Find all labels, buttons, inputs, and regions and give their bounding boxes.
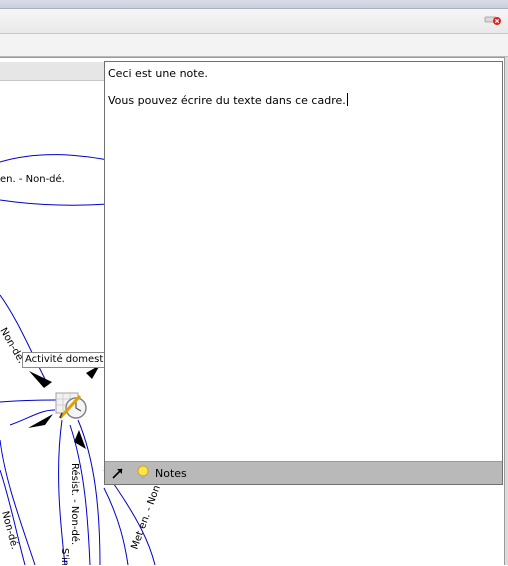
edge-arrow — [86, 365, 100, 379]
text-caret — [346, 93, 348, 106]
graph-edge — [0, 439, 36, 565]
toolbar — [0, 9, 508, 34]
graph-edge — [0, 199, 109, 206]
lightbulb-icon — [137, 465, 149, 479]
note-textarea[interactable]: Ceci est une note. Vous pouvez écrire du… — [108, 66, 498, 120]
edge-label: en. - Non-dé. — [0, 173, 65, 185]
edge-label: Résist. - Non-dé. — [69, 463, 81, 545]
expand-arrow-icon[interactable] — [111, 466, 125, 480]
graph-edge — [9, 409, 56, 426]
note-line-with-caret: Vous pouvez écrire du texte dans ce cadr… — [108, 93, 498, 108]
graph-edge — [0, 399, 57, 403]
note-panel[interactable]: Ceci est une note. Vous pouvez écrire du… — [104, 61, 503, 485]
notes-label: Notes — [155, 466, 187, 480]
edge-arrow — [28, 414, 53, 428]
graph-edge — [77, 419, 101, 565]
edge-arrow — [74, 430, 86, 449]
vertical-scrollbar[interactable] — [504, 57, 508, 565]
graph-edge — [0, 294, 49, 386]
graph-edge — [103, 469, 156, 565]
note-line: Ceci est une note. — [108, 67, 208, 80]
node-label[interactable]: Activité domestique — [22, 352, 112, 368]
edge-label: Non-dé. — [0, 510, 21, 551]
edge-label: S'im — [59, 548, 70, 565]
graph-edge — [0, 469, 26, 565]
graph-edge — [58, 419, 66, 565]
edge-arrow — [29, 371, 52, 388]
activity-node-icon[interactable] — [54, 390, 90, 422]
note-line: Vous pouvez écrire du texte dans ce cadr… — [108, 94, 346, 107]
window-titlebar — [0, 0, 508, 9]
secondary-toolbar — [0, 34, 508, 57]
graph-edge — [103, 487, 129, 565]
close-window-icon[interactable] — [484, 13, 502, 27]
graph-edge — [0, 154, 109, 163]
note-footer: Notes — [105, 461, 502, 484]
graph-edge — [69, 424, 91, 565]
canvas-header-strip — [0, 62, 104, 81]
